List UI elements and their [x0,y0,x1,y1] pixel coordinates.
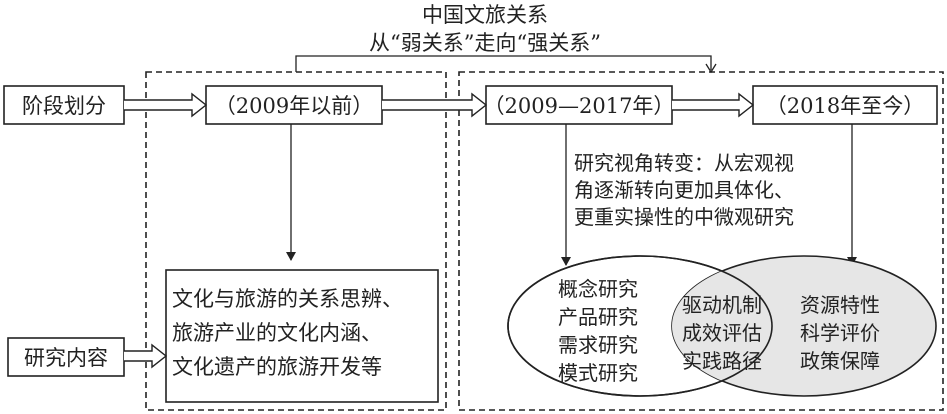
shift-text-line3: 更重实操性的中微观研究 [574,205,794,229]
content-label: 研究内容 [24,346,108,370]
overlap-item3: 实践路径 [682,349,762,373]
later-period-group [458,71,944,411]
block-arrow-stage1-to-stage2 [382,92,488,118]
left-ellipse-item3: 需求研究 [558,333,638,357]
stage-3-text: （2018年至今） [766,94,924,118]
block-arrow-content-label [124,343,168,369]
right-ellipse-item1: 资源特性 [800,293,880,317]
early-period-group [145,71,447,411]
left-ellipse-item2: 产品研究 [558,305,638,329]
early-content-box [165,269,439,403]
overlap-item1: 驱动机制 [682,293,762,317]
left-ellipse-item4: 模式研究 [558,361,638,385]
block-arrow-stage2-to-stage3 [672,92,755,118]
early-content-line1: 文化与旅游的关系思辨、 [172,287,403,311]
right-ellipse-item3: 政策保障 [800,349,880,373]
stage-box-2 [485,85,673,125]
title-line2: 从“弱关系”走向“强关系” [369,31,601,55]
early-content-line2: 旅游产业的文化内涵、 [172,321,382,345]
left-ellipse-item1: 概念研究 [558,277,638,301]
stage-1-text: （2009年以前） [215,94,373,118]
overlap-item2: 成效评估 [682,321,762,345]
left-ellipse-outline [507,255,773,397]
title-line1: 中国文旅关系 [422,3,548,27]
ellipse-overlap-fill [672,256,772,396]
block-arrow-label-to-stage1 [124,92,208,118]
right-ellipse-item2: 科学评价 [800,321,880,345]
stage-label: 阶段划分 [22,94,106,118]
group-connector-bracket [295,55,712,72]
shift-text-line1: 研究视角转变：从宏观视 [574,151,794,175]
stage-box-3 [752,85,938,125]
shift-text-line2: 角逐渐转向更加具体化、 [574,178,794,202]
early-content-line3: 文化遗产的旅游开发等 [172,355,382,379]
stage-2-text: （2009—2017年） [484,94,675,118]
